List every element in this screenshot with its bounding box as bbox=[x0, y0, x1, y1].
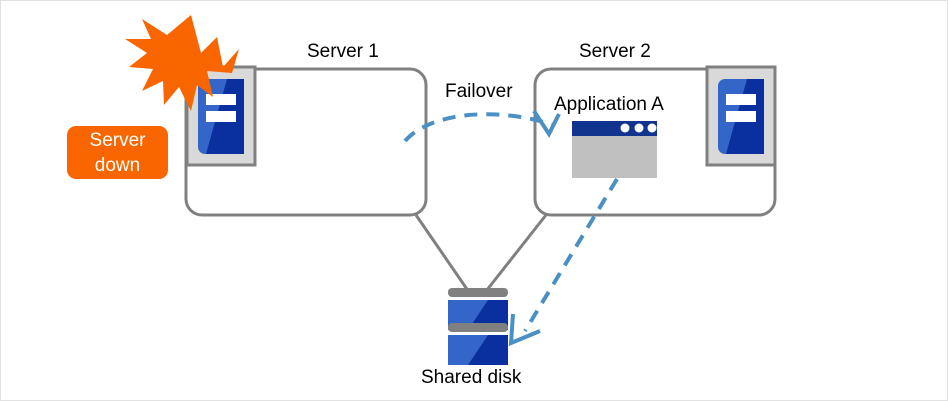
failover-label: Failover bbox=[445, 81, 513, 102]
application-a-label: Application A bbox=[554, 94, 664, 115]
explosion-burst-icon bbox=[125, 15, 239, 111]
application-window-icon bbox=[572, 121, 657, 178]
shared-disk-label: Shared disk bbox=[421, 367, 522, 388]
server-down-badge-line1: Server bbox=[89, 129, 146, 151]
server-down-badge-line2: down bbox=[94, 154, 141, 176]
disk-stack-icon bbox=[448, 288, 508, 365]
server-down-badge: Server down bbox=[67, 126, 168, 179]
disk-access-arrow bbox=[508, 177, 619, 347]
server2-title: Server 2 bbox=[579, 41, 651, 62]
server-icon bbox=[705, 65, 777, 167]
connector-server1-to-disk bbox=[414, 214, 473, 296]
connector-server2-to-disk bbox=[481, 214, 548, 296]
server1-title: Server 1 bbox=[307, 41, 379, 62]
failover-arrow bbox=[403, 109, 561, 143]
